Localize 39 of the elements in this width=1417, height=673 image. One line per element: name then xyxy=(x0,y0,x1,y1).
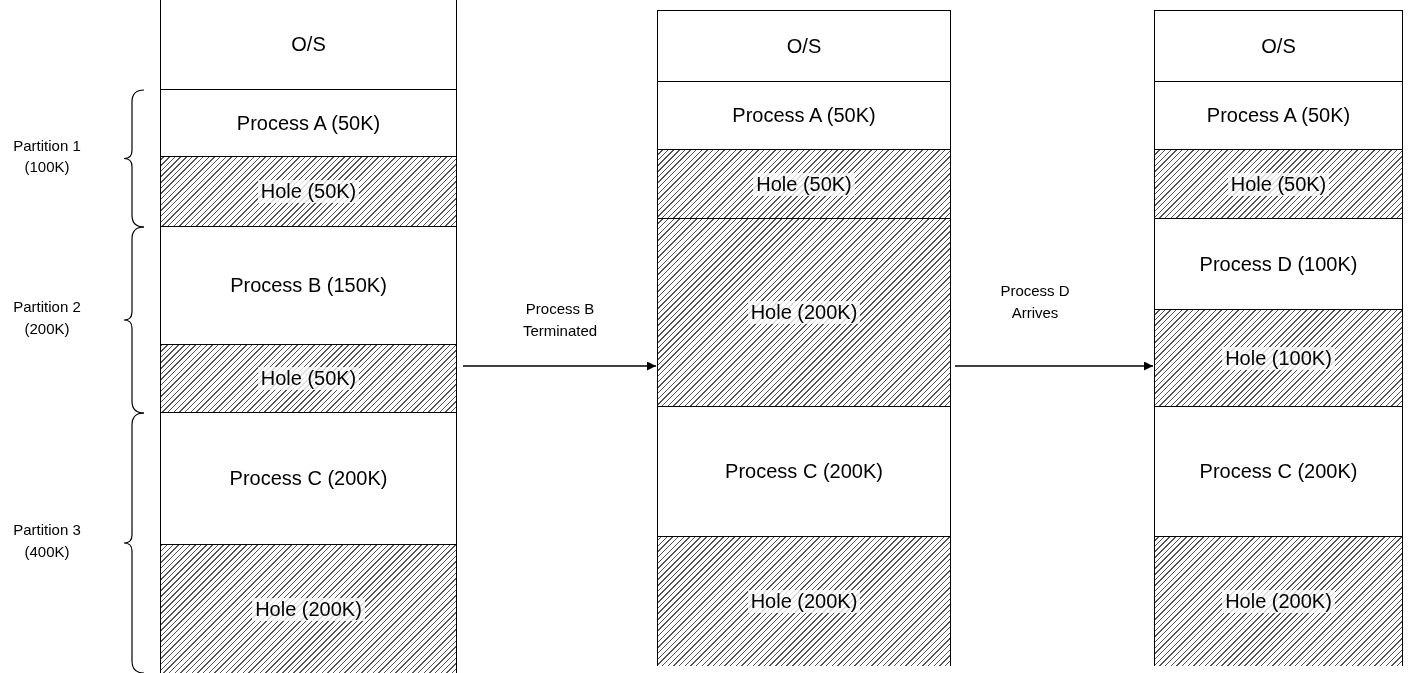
segment-label: O/S xyxy=(1261,34,1296,58)
partition-label: Partition 3 (400K) xyxy=(12,520,82,562)
partition-label: Partition 2 (200K) xyxy=(12,297,82,339)
segment-label: Hole (50K) xyxy=(257,180,360,203)
edge-label: Process D Arrives xyxy=(999,281,1071,323)
segment-label: Process C (200K) xyxy=(725,460,883,483)
hole-segment xyxy=(161,156,456,226)
segment-label: Process D (100K) xyxy=(1199,252,1358,276)
hole-segment xyxy=(161,544,456,673)
hole-segment xyxy=(658,218,950,406)
hole-segment xyxy=(1155,309,1402,406)
segment-label: Hole (100K) xyxy=(1222,346,1335,370)
segment-label: Process B (150K) xyxy=(230,274,387,297)
segment-label: Hole (50K) xyxy=(1227,172,1330,196)
segment-label: Hole (200K) xyxy=(747,590,861,613)
segment-label: O/S xyxy=(291,32,326,56)
memory-column xyxy=(1154,10,1403,666)
segment-label: Process A (50K) xyxy=(236,111,381,135)
segment-label: Process A (50K) xyxy=(1206,104,1351,127)
hole-segment xyxy=(1155,149,1402,218)
hole-segment xyxy=(1155,536,1402,666)
segment-label: Hole (50K) xyxy=(257,367,360,390)
segment-label: Hole (200K) xyxy=(747,301,861,324)
segment-label: Hole (50K) xyxy=(753,172,855,196)
memory-column xyxy=(657,10,951,666)
hole-segment xyxy=(658,149,950,218)
segment-label: Hole (200K) xyxy=(1222,590,1335,613)
partition-label: Partition 1 (100K) xyxy=(12,135,82,178)
segment-label: Hole (200K) xyxy=(252,598,365,621)
edge-label: Process B Terminated xyxy=(521,299,599,341)
segment-label: Process C (200K) xyxy=(229,467,388,490)
segment-label: O/S xyxy=(786,34,822,58)
hole-segment xyxy=(658,536,950,666)
memory-column xyxy=(160,0,457,673)
arrow xyxy=(462,361,657,371)
segment-label: Process C (200K) xyxy=(1199,460,1358,483)
segment-label: Process A (50K) xyxy=(732,104,876,127)
arrow xyxy=(954,361,1154,371)
hole-segment xyxy=(161,344,456,412)
